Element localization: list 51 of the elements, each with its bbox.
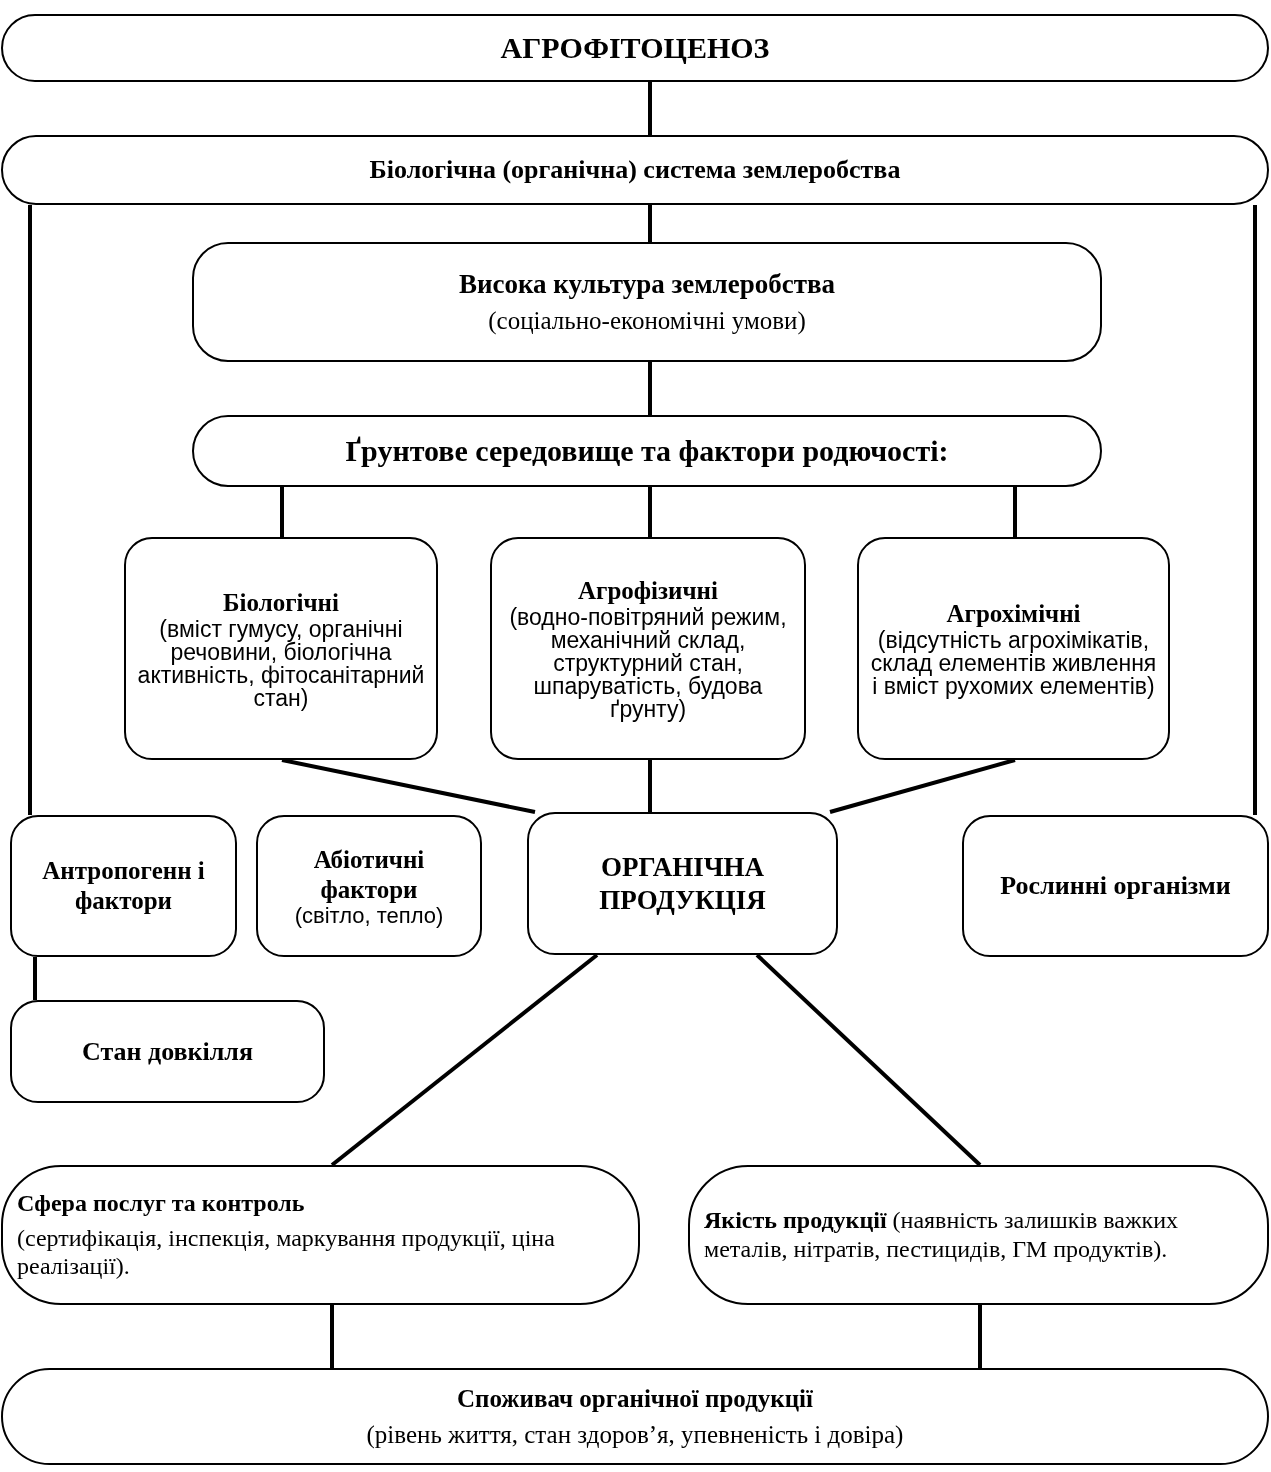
connector-line — [648, 362, 652, 415]
connector-line — [330, 1305, 334, 1368]
description-text: (вміст гумусу, органічні речовини, біологічна активність, фітосанітарний стан) — [136, 617, 426, 710]
connector-line — [280, 487, 284, 537]
connector-line — [1253, 205, 1257, 815]
rounded-box — [1, 14, 1269, 82]
heading-text: Споживач органічної продукції — [457, 1383, 813, 1414]
heading-text: АГРОФІТОЦЕНОЗ — [500, 30, 770, 66]
heading-text: Ґрунтове середовище та фактори родючості: — [345, 433, 949, 469]
rounded-box — [256, 815, 482, 957]
connector-line — [28, 205, 32, 815]
rounded-box — [1, 135, 1269, 205]
heading-text: Агрохімічні — [946, 599, 1081, 629]
description-text: (водно-повітряний режим, механічний склад, структурний стан, шпаруватість, будова ґрунту) — [508, 606, 788, 721]
heading-text: Стан довкілля — [82, 1035, 253, 1068]
description-text: (сертифікація, інспекція, маркування продукції, ціна реалізації). — [17, 1223, 556, 1282]
connector-line — [648, 760, 652, 812]
heading-text: Рослинні організми — [1000, 870, 1231, 902]
heading-text: Біологічна (органічна) система землеробства — [369, 154, 901, 186]
rounded-box — [490, 537, 806, 760]
connector-line — [33, 957, 37, 1000]
rounded-box — [857, 537, 1170, 760]
heading-text: Висока культура землеробства — [458, 267, 836, 301]
heading-text: Антропогенн і фактори — [41, 856, 206, 916]
connector-line — [648, 205, 652, 242]
rounded-box — [1, 1368, 1269, 1465]
rounded-box — [10, 815, 237, 957]
heading-text: Біологічні — [223, 587, 339, 618]
connector-line — [648, 487, 652, 537]
connector-line — [829, 758, 1016, 814]
heading-text: Абіотичні фактори — [312, 845, 426, 905]
description-text: (соціально-економічні умови) — [488, 306, 806, 337]
heading-text: Сфера послуг та контроль — [17, 1188, 306, 1218]
rounded-box — [1, 1165, 640, 1305]
connector-line — [1013, 487, 1017, 537]
description-text: (рівень життя, стан здоров’я, упевненість і довіра) — [366, 1419, 904, 1450]
heading-text: Якість продукції (наявність залишків важких металів, нітратів, пестицидів, ГМ продуктів). — [704, 1206, 1180, 1264]
connector-line — [755, 953, 982, 1167]
connector-line — [330, 953, 599, 1167]
connector-line — [648, 82, 652, 135]
rounded-box — [124, 537, 438, 760]
description-text: (відсутність агрохімікатів, склад елементів живлення і вміст рухомих елементів) — [869, 629, 1158, 698]
rounded-box — [10, 1000, 325, 1103]
rounded-box — [527, 812, 838, 955]
heading-text: Агрофізичні — [578, 576, 718, 606]
connector-line — [281, 758, 536, 814]
heading-text: ОРГАНІЧНА ПРОДУКЦІЯ — [598, 851, 767, 916]
rounded-box — [192, 242, 1102, 362]
description-text: (світло, тепло) — [294, 905, 444, 927]
connector-line — [978, 1305, 982, 1368]
rounded-box — [962, 815, 1269, 957]
